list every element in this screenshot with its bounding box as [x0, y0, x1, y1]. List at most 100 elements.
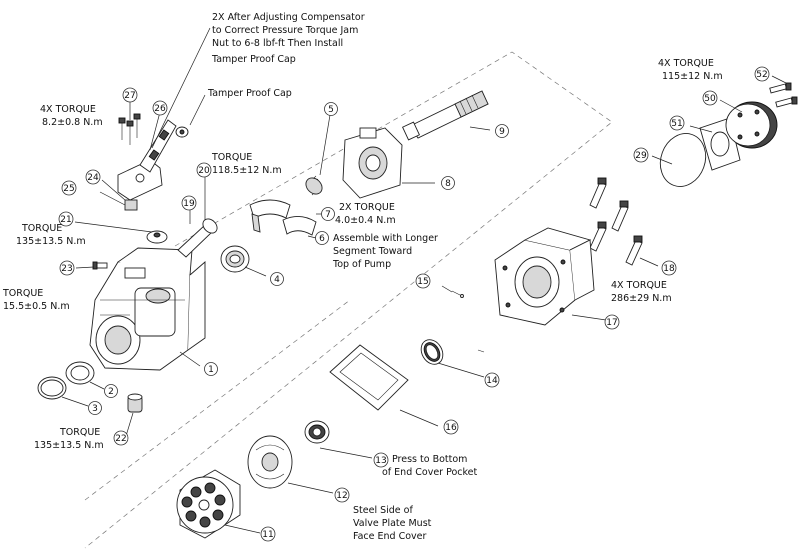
callout-25: 25 [61, 180, 77, 196]
compensator-spool [139, 119, 177, 173]
saddle-segments [249, 199, 317, 236]
callout-52: 52 [754, 66, 770, 82]
svg-text:19: 19 [183, 199, 195, 209]
svg-text:23: 23 [61, 264, 72, 274]
callout-14: 14 [484, 372, 500, 388]
spring-5 [305, 175, 323, 196]
plug-21 [146, 230, 168, 244]
leader-lines [61, 27, 787, 534]
bearing-4 [220, 245, 250, 273]
svg-text:7: 7 [325, 210, 331, 220]
callout-50: 50 [702, 90, 718, 106]
callout-5: 5 [324, 102, 338, 116]
svg-text:22: 22 [115, 434, 126, 444]
note-segment-1: Assemble with Longer [333, 233, 438, 244]
svg-text:1: 1 [208, 365, 214, 375]
cylinder-block-11 [176, 469, 241, 539]
cap-screws-18 [589, 177, 643, 266]
note-valve-1: Steel Side of [353, 505, 413, 516]
note-segment-3: Top of Pump [332, 259, 391, 270]
callout-7: 7 [321, 207, 335, 221]
callout-2: 2 [104, 384, 118, 398]
callout-8: 8 [441, 176, 455, 190]
note-tamper-cap: Tamper Proof Cap [207, 88, 292, 99]
svg-text:13: 13 [375, 456, 386, 466]
gasket-16 [329, 344, 409, 411]
note-torque-21-2: 135±13.5 N.m [16, 236, 86, 247]
cover-plate-50 [725, 101, 778, 149]
callout-26: 26 [152, 100, 168, 116]
svg-text:21: 21 [60, 215, 71, 225]
callout-21: 21 [58, 211, 74, 227]
callout-6: 6 [315, 231, 329, 245]
callout-24: 24 [85, 169, 101, 185]
ring-14 [420, 339, 444, 365]
valve-plate-12 [247, 435, 293, 489]
svg-text:12: 12 [336, 491, 347, 501]
callout-15: 15 [415, 273, 431, 289]
note-torque-20-2: 118.5±12 N.m [212, 165, 282, 176]
svg-text:16: 16 [445, 423, 457, 433]
callout-27: 27 [122, 87, 138, 103]
note-torque-27-2: 8.2±0.8 N.m [42, 117, 103, 128]
tamper-proof-cap [175, 126, 189, 138]
assembly-envelope [84, 51, 613, 549]
flange-bolts-52 [769, 82, 798, 108]
svg-text:9: 9 [499, 127, 505, 137]
note-press-1: Press to Bottom [392, 454, 467, 465]
swashplate-8 [342, 127, 403, 199]
note-torque-27-1: 4X TORQUE [40, 104, 96, 115]
note-press-2: of End Cover Pocket [382, 467, 478, 478]
drive-shaft-9 [402, 90, 489, 141]
svg-text:14: 14 [486, 376, 498, 386]
callouts: 1 2 3 4 5 6 7 8 9 11 12 13 14 15 16 17 1… [58, 66, 770, 542]
svg-text:25: 25 [63, 184, 74, 194]
callout-9: 9 [495, 124, 509, 138]
svg-text:2: 2 [108, 387, 114, 397]
svg-text:29: 29 [635, 151, 647, 161]
note-torque-23-1: TORQUE [2, 288, 43, 299]
plug-22 [127, 393, 143, 413]
svg-text:51: 51 [671, 119, 682, 129]
annotations: 2X After Adjusting Compensator to Correc… [2, 12, 723, 542]
note-torque-23-2: 15.5±0.5 N.m [3, 301, 70, 312]
callout-11: 11 [260, 526, 276, 542]
callout-4: 4 [270, 272, 284, 286]
pump-housing [89, 247, 206, 371]
note-segment-2: Segment Toward [333, 246, 412, 257]
cap-screws-27 [118, 113, 141, 145]
note-torque-20-1: TORQUE [211, 152, 252, 163]
screw-23 [92, 261, 108, 270]
callout-18: 18 [661, 260, 677, 276]
note-torque-22-1: TORQUE [59, 427, 100, 438]
callout-23: 23 [59, 260, 75, 276]
svg-text:6: 6 [319, 234, 325, 244]
note-valve-3: Face End Cover [353, 531, 426, 542]
note-torque-52-1: 4X TORQUE [658, 58, 714, 69]
note-valve-2: Valve Plate Must [353, 518, 432, 529]
pin-15 [451, 290, 464, 298]
callout-51: 51 [669, 115, 685, 131]
note-torque-18-1: 4X TORQUE [611, 280, 667, 291]
svg-text:3: 3 [92, 404, 98, 414]
note-torque-7-2: 4.0±0.4 N.m [335, 215, 396, 226]
note-jam-nut-2: to Correct Pressure Torque Jam [212, 25, 358, 36]
svg-text:17: 17 [606, 318, 617, 328]
svg-text:20: 20 [198, 166, 210, 176]
svg-text:26: 26 [154, 104, 166, 114]
note-torque-21-1: TORQUE [21, 223, 62, 234]
svg-text:15: 15 [417, 277, 428, 287]
callout-3: 3 [88, 401, 102, 415]
svg-text:18: 18 [663, 264, 675, 274]
note-torque-52-2: 115±12 N.m [662, 71, 723, 82]
svg-text:50: 50 [704, 94, 716, 104]
callout-20: 20 [196, 162, 212, 178]
svg-text:4: 4 [274, 275, 280, 285]
callout-29: 29 [633, 147, 649, 163]
control-piston [177, 218, 218, 258]
callout-12: 12 [334, 487, 350, 503]
svg-text:24: 24 [87, 173, 99, 183]
note-torque-18-2: 286±29 N.m [611, 293, 672, 304]
svg-text:52: 52 [756, 70, 767, 80]
